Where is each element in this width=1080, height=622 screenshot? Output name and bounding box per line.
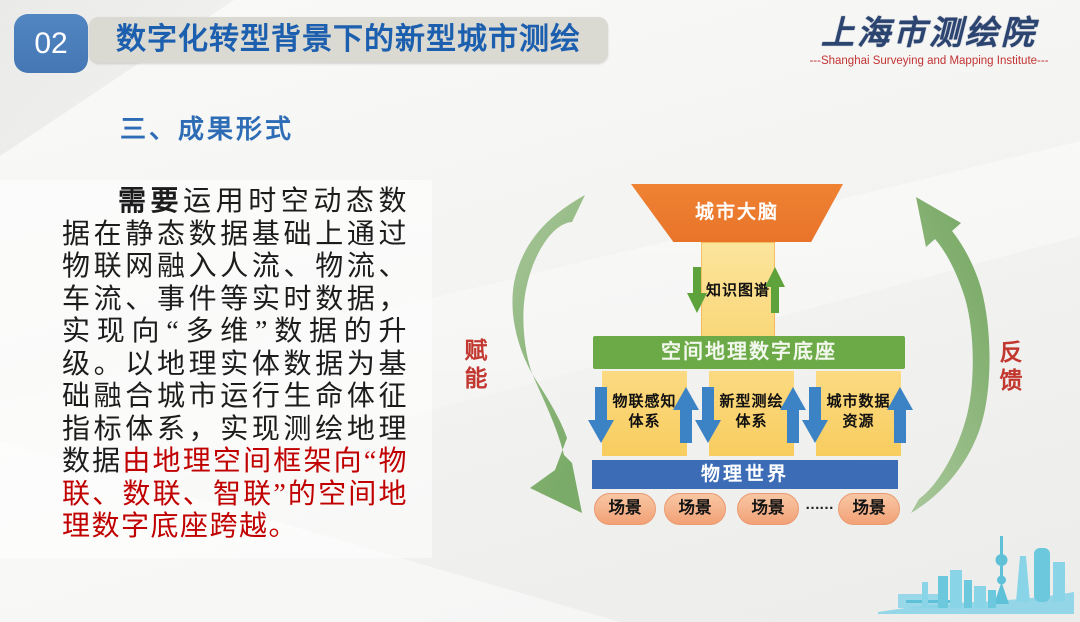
system-box-label: 资源 [842,413,875,430]
arrow-down-icon [687,267,707,313]
system-box-label: 城市数据 [826,393,891,410]
ellipsis-label: …… [805,496,834,513]
scene-pill: 场景 [594,493,656,525]
paragraph-black-text: 运用时空动态数据在静态数据基础上通过物联网融入人流、物流、车流、事件等实时数据，… [62,186,408,477]
digital-base-bar: 空间地理数字底座 [593,336,905,369]
arrow-down-icon [695,387,721,443]
scene-pill: 场景 [838,493,900,525]
system-box-iot: 物联感知 体系 [602,371,687,456]
logo-english-text: ---Shanghai Surveying and Mapping Instit… [809,55,1049,67]
system-box-city-data: 城市数据 资源 [816,371,901,456]
system-box-surveying: 新型测绘 体系 [709,371,794,456]
arrow-up-icon [765,267,785,313]
system-box-label: 物联感知 [612,393,677,410]
scene-pill: 场景 [664,493,726,525]
logo-chinese-text: 上海市测绘院 [821,16,1037,52]
paragraph-red-text: 由地理空间框架向“物联、数联、智联”的空间地理数字底座跨越。 [62,446,408,542]
section-heading: 三、成果形式 [120,114,295,144]
system-box-label: 体系 [628,413,661,430]
feedback-swoosh-arrow [911,197,990,513]
arrow-up-icon [887,387,913,443]
city-brain-trapezoid: 城市大脑 [631,184,843,242]
arrow-up-icon [673,387,699,443]
slide-title-banner: 数字化转型背景下的新型城市测绘 [89,17,608,63]
arrow-down-icon [802,387,828,443]
scene-pill: 场景 [737,493,799,525]
body-paragraph: 需要运用时空动态数据在静态数据基础上通过物联网融入人流、物流、车流、事件等实时数… [62,186,408,544]
section-number-badge: 02 [14,14,88,73]
physical-world-bar: 物理世界 [592,460,898,489]
knowledge-graph-label: 知识图谱 [705,282,770,299]
paragraph-lead-bold: 需要 [118,186,184,217]
paragraph-backdrop [0,180,432,558]
system-box-label: 体系 [735,413,768,430]
institute-logo: 上海市测绘院 ---Shanghai Surveying and Mapping… [794,14,1064,67]
skyline-graphic [878,536,1074,614]
arrow-up-icon [780,387,806,443]
system-box-label: 新型测绘 [719,393,784,410]
arrow-down-icon [588,387,614,443]
empower-label: 赋能 [461,338,487,394]
feedback-label: 反馈 [996,340,1022,396]
slide-title: 数字化转型背景下的新型城市测绘 [116,23,581,56]
